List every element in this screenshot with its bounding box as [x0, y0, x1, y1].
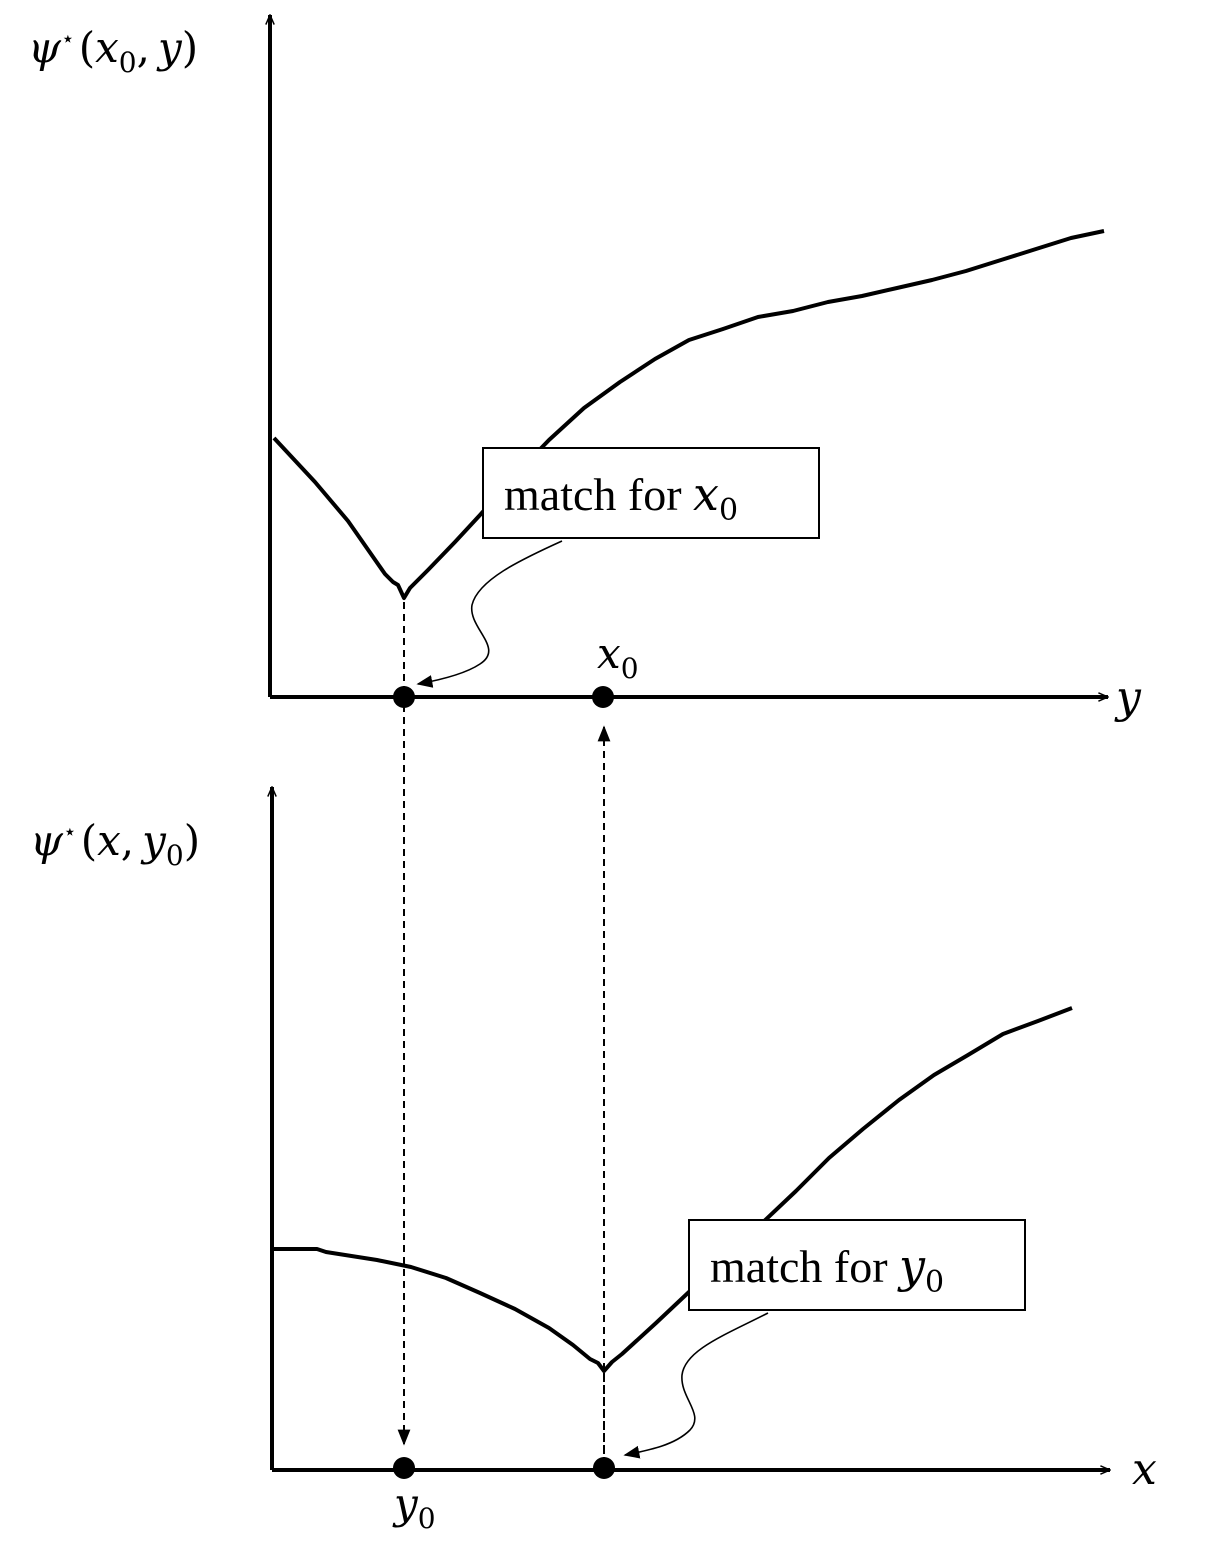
- top-x-axis-label: y: [1114, 672, 1142, 723]
- top-point-x0: [592, 686, 614, 708]
- top-y-axis-label: ψ⋆(x0,y): [28, 23, 198, 79]
- bottom-callout-box: [688, 1219, 1026, 1311]
- top-curve: [272, 229, 1105, 600]
- top-plot: ψ⋆(x0,y) y x0 match for x0: [28, 15, 1142, 723]
- bottom-curve: [274, 1006, 1073, 1373]
- top-callout-pointer: [416, 540, 563, 688]
- top-point-label-x0: x0: [597, 629, 639, 685]
- bottom-callout-label: match for y0: [710, 1239, 944, 1300]
- bottom-x-axis-label: x: [1132, 1444, 1157, 1495]
- bottom-point-x0: [593, 1457, 615, 1479]
- bottom-y-axis-label: ψ⋆(x,y0): [30, 816, 200, 872]
- bottom-point-label-y0: y0: [392, 1479, 436, 1535]
- bottom-callout-pointer: [623, 1312, 769, 1459]
- top-callout-label: match for x0: [504, 467, 738, 528]
- bottom-point-y0: [393, 1457, 415, 1479]
- top-callout-box: [482, 447, 820, 539]
- bottom-plot: ψ⋆(x,y0) x y0 match for y0: [30, 787, 1157, 1535]
- top-point-y0: [393, 686, 415, 708]
